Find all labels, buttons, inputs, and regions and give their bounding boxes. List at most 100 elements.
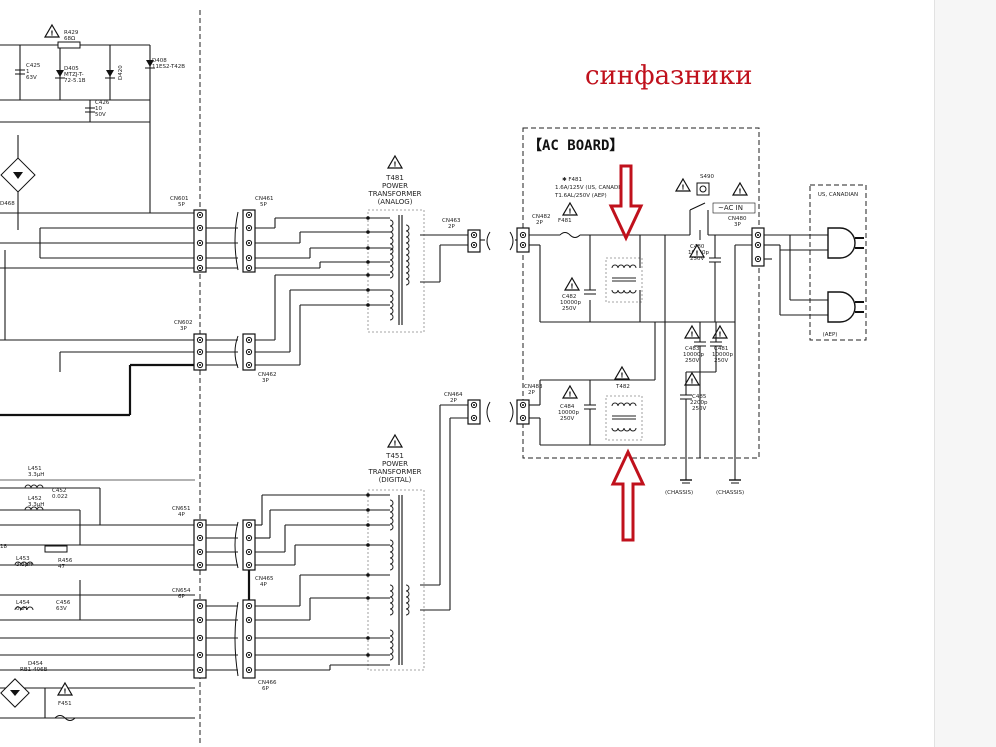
cn465-pins: 4P [260,582,267,588]
cn601-label: CN601 [170,196,188,202]
plug-us-label: US, CANADIAN [818,192,858,198]
cn462-pins: 3P [262,378,269,384]
cn651-label: CN651 [172,506,190,512]
c456-value: 63V [56,606,67,612]
cn466-pins: 6P [262,686,269,692]
l453-value: 3.3μH [16,562,32,568]
down-arrow-icon [608,164,644,242]
cn654-pins: 6P [178,594,185,600]
cn601-pins: 5P [178,202,185,208]
connector-cn463: CN463 2P [442,218,518,253]
l451-label: L451 [28,466,42,472]
warning-icon [387,434,403,449]
c483-value: 10000p [683,352,704,358]
warning-icon [712,325,728,340]
d405-value: MTZJ-T- [64,72,84,78]
cn480-pins: 3P [734,222,741,228]
cn483-label: CN483 [524,384,543,390]
c481-ref: C481 [714,346,728,352]
c483-voltage: 250V [685,358,699,364]
c485-voltage: 250V [692,406,706,412]
annotation-text: синфазники [585,61,753,91]
d408-label: D408 [152,58,167,64]
d408-value: 11ES2-T42B [152,64,185,70]
cn482-pins: 2P [536,220,543,226]
warning-icon [675,178,691,193]
t451-line3: (DIGITAL) [379,476,412,484]
cn483-pins: 2P [528,390,535,396]
t451-ref: T451 [385,452,404,460]
warning-icon [562,385,578,400]
t481-ref: T481 [385,174,404,182]
d454-label: D454 [28,661,43,667]
s490-label: ~AC IN [718,204,743,212]
cn461-label: CN461 [255,196,273,202]
f481-label: F481 [558,218,572,224]
c452-value: 0.022 [52,494,68,500]
cn464-pins: 2P [450,398,457,404]
warning-icon [732,182,748,197]
cn482-label: CN482 [532,214,550,220]
chassis-label-1: (CHASSIS) [665,490,693,496]
f481-rating-us: 1.6A/125V (US, CANADIAN) [555,185,630,191]
warning-icon [684,372,700,387]
cn461-pins: 5P [260,202,267,208]
r429-value: 68Ω [64,36,75,42]
cn464-label: CN464 [444,392,463,398]
f481-rating-aep: T1.6AL/250V (AEP) [554,193,607,199]
warning-icon [57,682,73,697]
cn462-label: CN462 [258,372,276,378]
ac-board: 【AC BOARD】 CN482 2P CN483 2P ✱ F481 1.6A… [516,127,765,496]
cn465-label: CN465 [255,576,274,582]
warning-icon [44,24,60,39]
c481-value: 10000p [712,352,733,358]
cn463-label: CN463 [442,218,461,224]
c482-voltage: 250V [562,306,576,312]
d405-value2: 72-5.1B [64,78,86,84]
d454-value: RB1-406B [20,667,48,673]
ac-plugs: US, CANADIAN (AEP) [764,184,867,341]
c426-value: 10 [95,106,102,112]
connector-cn464: CN464 2P [444,392,514,425]
t482-ref: T482 [615,384,630,390]
cn602-pins: 3P [180,326,187,332]
cn602-label: CN602 [174,320,192,326]
c426-voltage: 50V [95,112,106,118]
c480-voltage: 250V [690,256,704,262]
c482-value: 10000p [560,300,581,306]
r429-label: R429 [64,30,79,36]
warning-icon [684,325,700,340]
warning-icon [562,202,578,217]
bridge-label: D468 [0,201,15,207]
c425-label: C425 [26,63,41,69]
s490-ref: S490 [700,174,714,180]
cn654-label: CN654 [172,588,191,594]
d420-label: D420 [118,65,124,80]
scroll-gutter[interactable] [934,0,996,747]
l451-value: 3.3μH [28,472,44,478]
warning-icon [614,366,630,381]
cn463-pins: 2P [448,224,455,230]
up-arrow-icon [610,448,646,542]
schematic-viewer: ! R429 68Ω C425 [0,10,867,745]
l453-label: L453 [16,556,30,562]
ac-board-title: 【AC BOARD】 [528,138,623,154]
warning-icon [387,155,403,170]
label-18: 18 [0,544,7,550]
c456-label: C456 [56,600,71,606]
r456-label: R456 [58,558,73,564]
c425-voltage: 63V [26,75,37,81]
cn651-pins: 4P [178,512,185,518]
t481-line1: POWER [382,182,408,190]
f481-ref: ✱ F481 [562,176,582,183]
c485-ref: C485 [692,394,707,400]
red-annotation: синфазники [585,61,753,542]
d405-label: D405 [64,66,79,72]
chassis-label-2: (CHASSIS) [716,490,744,496]
warning-icon [564,277,580,292]
t481-line2: TRANSFORMER [367,190,421,198]
c483-ref: C483 [685,346,700,352]
c452-label: C452 [52,488,66,494]
c481-voltage: 250V [714,358,728,364]
c484-value: 10000p [558,410,579,416]
